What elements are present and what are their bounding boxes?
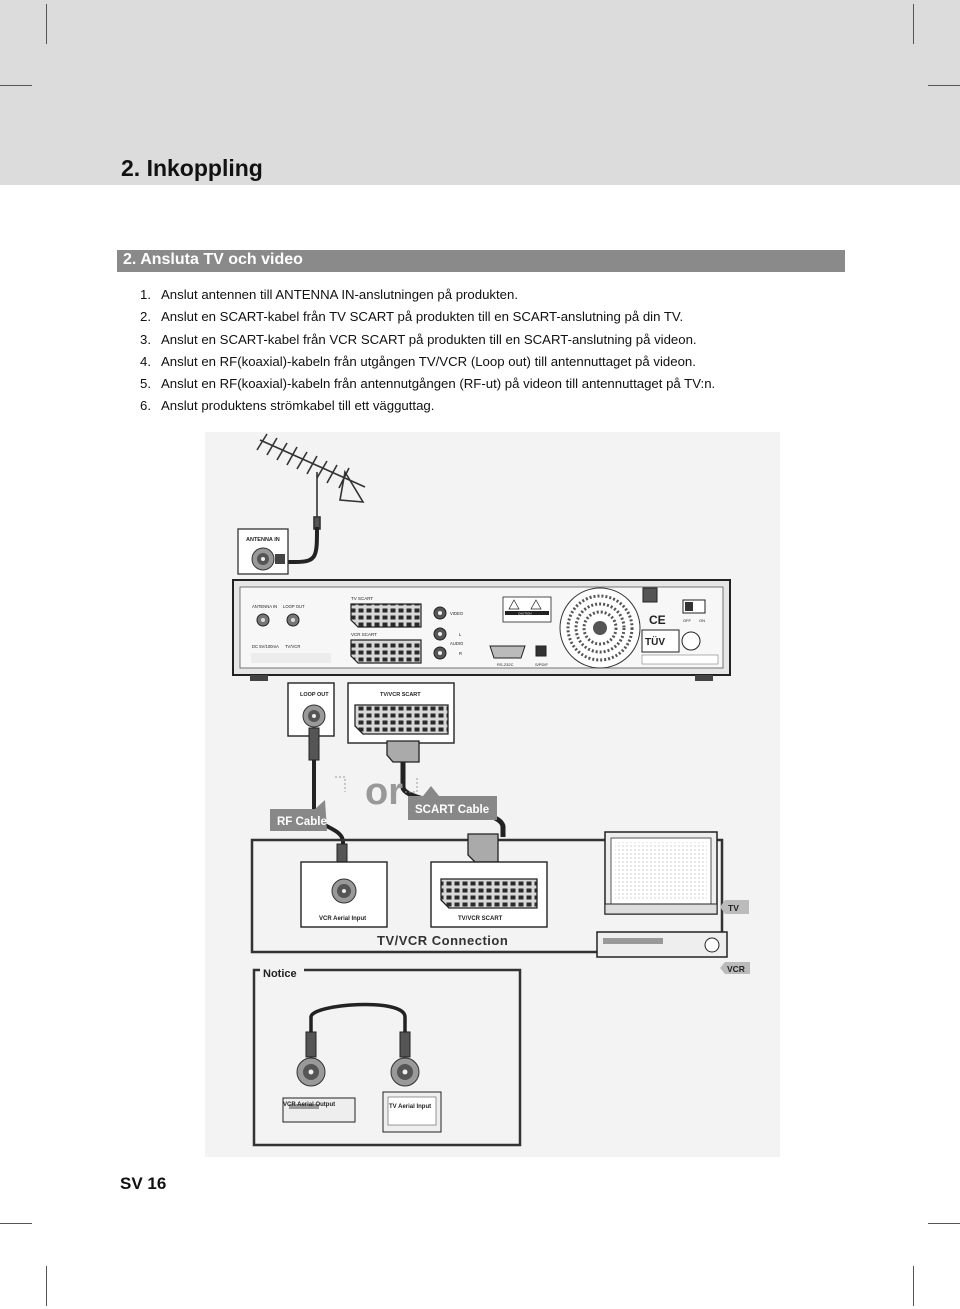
panel-audio-r-label: R <box>459 651 462 656</box>
tv-vcr-scart-label: TV/VCR SCART <box>380 692 421 698</box>
rf-cable-label-box <box>270 800 327 831</box>
svg-text:TÜV: TÜV <box>645 635 665 648</box>
gs-mark <box>681 631 701 651</box>
panel-audio-label: AUDIO <box>450 641 464 646</box>
scart-plug-icon <box>386 740 420 774</box>
power-off-label: OFF <box>683 618 692 623</box>
crop-mark <box>46 1266 47 1306</box>
section-title: 2. Ansluta TV och video <box>123 251 303 268</box>
notice-rf-cable <box>309 1002 407 1032</box>
page-title: 2. Inkoppling <box>121 155 263 181</box>
panel-tv-vcr-label: TV/VCR <box>285 644 300 649</box>
connection-diagram: ANTENNA IN ANTENNA IN LOOP OUT DC 5V/100… <box>205 432 780 1157</box>
panel-vcr-scart-socket <box>350 639 422 664</box>
notice-frame <box>252 968 522 1147</box>
vcr-aerial-input-socket <box>300 843 388 928</box>
connection-title: TV/VCR Connection <box>377 933 508 948</box>
crop-mark <box>0 1223 32 1224</box>
antenna-cable <box>280 526 319 564</box>
crop-mark <box>928 1223 960 1224</box>
page-number: SV 16 <box>120 1174 167 1193</box>
vcr-aerial-output-label: VCR Aerial Output <box>283 1102 335 1108</box>
scart-cable-label: SCART Cable <box>415 804 489 816</box>
ce-mark: CE <box>649 613 666 627</box>
notice-tv-device-icon <box>382 1091 442 1133</box>
rf-cable-icon <box>308 727 320 767</box>
vcr-icon <box>596 931 728 958</box>
spdif-label: S/PDIF <box>535 662 548 667</box>
crop-mark <box>928 85 960 86</box>
loop-out-callout <box>287 682 335 737</box>
instruction-list: 1.Anslut antennen till ANTENNA IN-anslut… <box>140 284 715 418</box>
or-label: or <box>365 771 403 813</box>
antenna-icon <box>256 433 366 530</box>
loop-out-label: LOOP OUT <box>300 692 329 698</box>
power-inlet <box>642 587 658 603</box>
spdif-port <box>535 645 547 657</box>
tv-label-tag <box>720 900 749 914</box>
tv-label: TV <box>728 903 739 913</box>
panel-tv-scart-label: TV SCART <box>351 596 373 601</box>
crop-mark <box>913 4 914 44</box>
list-item: 6.Anslut produktens strömkabel till ett … <box>140 398 435 414</box>
vcr-aerial-input-label: VCR Aerial Input <box>319 916 366 922</box>
antenna-in-socket <box>237 528 289 575</box>
tv-aerial-input-label: TV Aerial Input <box>389 1104 431 1110</box>
rs232-label: RS-232C <box>497 662 514 667</box>
antenna-in-label: ANTENNA IN <box>246 537 280 543</box>
vcr-label: VCR <box>727 964 745 974</box>
panel-audio-l-label: L <box>459 632 462 637</box>
tv-aerial-input-socket <box>390 1057 420 1087</box>
panel-video-label: VIDEO <box>450 611 464 616</box>
notice-plug-left <box>305 1031 317 1058</box>
fan-icon <box>559 587 641 669</box>
list-item: 4.Anslut en RF(koaxial)-kabeln från utgå… <box>140 353 696 369</box>
panel-tv-scart-socket <box>350 603 422 628</box>
notice-plug-right <box>399 1031 411 1058</box>
tv-vcr-scart-bottom-label: TV/VCR SCART <box>458 916 503 922</box>
caution-sticker <box>502 596 552 623</box>
panel-antenna-in-label: ANTENNA IN <box>252 604 277 609</box>
tv-vcr-scart-callout <box>347 682 455 744</box>
panel-vcr-scart-label: VCR SCART <box>351 632 377 637</box>
list-item: 3.Anslut en SCART-kabel från VCR SCART p… <box>140 331 697 347</box>
panel-loop-out-label: LOOP OUT <box>283 604 305 609</box>
rf-cable-label: RF Cable <box>277 816 327 828</box>
list-item: 1.Anslut antennen till ANTENNA IN-anslut… <box>140 287 519 302</box>
vcr-aerial-output-socket <box>296 1057 326 1087</box>
vcr-label-tag <box>720 962 750 974</box>
scart-cable-label-box <box>408 786 497 820</box>
header-band <box>0 0 960 185</box>
list-item: 2.Anslut en SCART-kabel från TV SCART på… <box>140 309 684 325</box>
tv-vcr-scart-bottom-socket <box>430 833 548 928</box>
panel-dc-label: DC 5V/100mA <box>252 644 279 649</box>
list-item: 5.Anslut en RF(koaxial)-kabeln från ante… <box>140 376 716 392</box>
crop-mark <box>913 1266 914 1306</box>
notice-label: Notice <box>263 968 297 980</box>
notice-vcr-device-icon <box>282 1097 356 1123</box>
tv-icon <box>604 831 718 915</box>
caution-label: CAUTION <box>518 611 532 615</box>
or-divider <box>335 776 418 793</box>
crop-mark <box>0 85 32 86</box>
rs232-port <box>489 645 526 659</box>
tuv-mark <box>641 629 680 653</box>
power-on-label: ON <box>699 618 705 623</box>
crop-mark <box>46 4 47 44</box>
section-header: 2. Ansluta TV och video <box>117 250 845 272</box>
